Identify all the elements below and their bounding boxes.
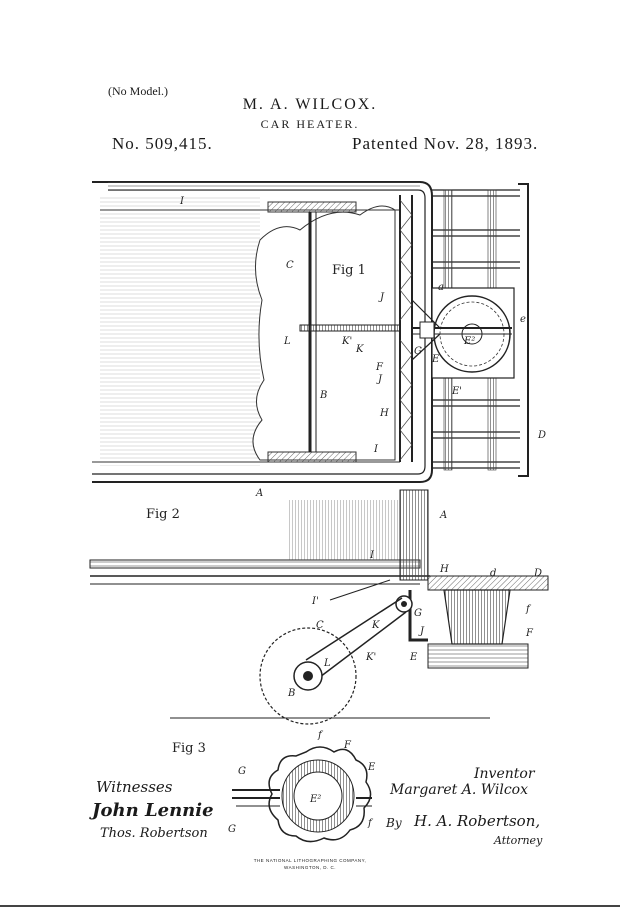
fig3-caption: Fig 3: [172, 741, 206, 756]
fig3-label-E: E: [367, 762, 376, 773]
fig2-label-L: L: [323, 658, 331, 669]
fig2-label-f: f: [525, 604, 532, 615]
fig1-label-G: G: [414, 346, 422, 357]
witness-1-signature: John Lennie: [92, 800, 214, 821]
fig2-label-B: B: [287, 688, 295, 699]
fig1-label-C: C: [286, 260, 294, 271]
fig3-label-G-lower: G: [228, 824, 236, 835]
witnesses-heading: Witnesses: [96, 778, 173, 796]
patent-number: No. 509,415.: [112, 134, 213, 153]
no-model-note: (No Model.): [108, 84, 168, 98]
printer-line-2: WASHINGTON, D. C.: [283, 865, 336, 870]
fig1-label-K: K: [355, 344, 364, 355]
bottom-border: [0, 905, 620, 907]
fig2-label-F: F: [525, 628, 534, 639]
figure-3: Fig 3 f F E G E² G f: [172, 730, 376, 843]
fig2-label-K: K: [371, 620, 380, 631]
fig3-label-F: F: [343, 740, 352, 751]
fig2-caption: Fig 2: [146, 507, 180, 522]
fig2-label-A: A: [439, 510, 447, 521]
fig1-label-F: F: [375, 362, 384, 373]
fig1-label-J: J: [378, 292, 385, 303]
fig2-label-D: D: [533, 568, 542, 579]
inventor-signature: Margaret A. Wilcox: [390, 782, 529, 798]
fig1-label-J-lower: J: [376, 374, 383, 385]
invention-title: CAR HEATER.: [260, 117, 360, 131]
fig2-label-I-prime: I': [311, 596, 319, 607]
by-label: By: [386, 816, 402, 830]
fig2-label-I: I: [369, 550, 375, 561]
fig1-label-L: L: [283, 336, 291, 347]
fig1-label-E-prime: E': [451, 386, 462, 397]
fig2-label-J: J: [418, 626, 425, 637]
attorney-heading: Attorney: [494, 834, 543, 847]
fig2-label-A-top: A: [255, 488, 263, 499]
fig2-label-G: G: [414, 608, 422, 619]
fig3-label-G: G: [238, 766, 246, 777]
attorney-signature: H. A. Robertson,: [414, 812, 541, 830]
fig1-label-H: H: [379, 408, 389, 419]
fig1-label-I: I: [179, 196, 185, 207]
figure-1: I C L K' K F J B H I J G a E² E E' e D F…: [92, 181, 546, 483]
patent-date: Patented Nov. 28, 1893.: [352, 134, 539, 153]
fig1-label-e: e: [520, 314, 526, 325]
fig2-label-K-prime: K': [365, 652, 376, 663]
fig2-label-C: C: [316, 620, 324, 631]
fig1-caption: Fig 1: [332, 263, 366, 278]
fig1-label-E: E: [431, 354, 440, 365]
inventor-heading: Inventor: [474, 766, 535, 782]
figure-2: A Fig 2 A I H I' d D G f F: [89, 488, 549, 725]
fig3-label-E2: E²: [309, 794, 321, 805]
fig1-label-K-prime: K': [341, 336, 352, 347]
fig3-label-f: f: [317, 730, 324, 741]
printer-line-1: THE NATIONAL LITHOGRAPHING COMPANY,: [253, 858, 367, 863]
fig2-label-d: d: [490, 568, 496, 579]
fig2-label-H: H: [439, 564, 449, 575]
fig1-label-E2: E²: [463, 336, 475, 347]
fig1-label-a: a: [438, 282, 444, 293]
witness-2-signature: Thos. Robertson: [100, 826, 208, 841]
fig2-label-E: E: [409, 652, 418, 663]
inventor-name: M. A. WILCOX.: [242, 96, 378, 113]
fig1-label-I-lower: I: [373, 444, 379, 455]
fig1-label-B: B: [319, 390, 327, 401]
fig1-label-D: D: [537, 430, 546, 441]
fig3-label-f-lower: f: [367, 818, 374, 829]
